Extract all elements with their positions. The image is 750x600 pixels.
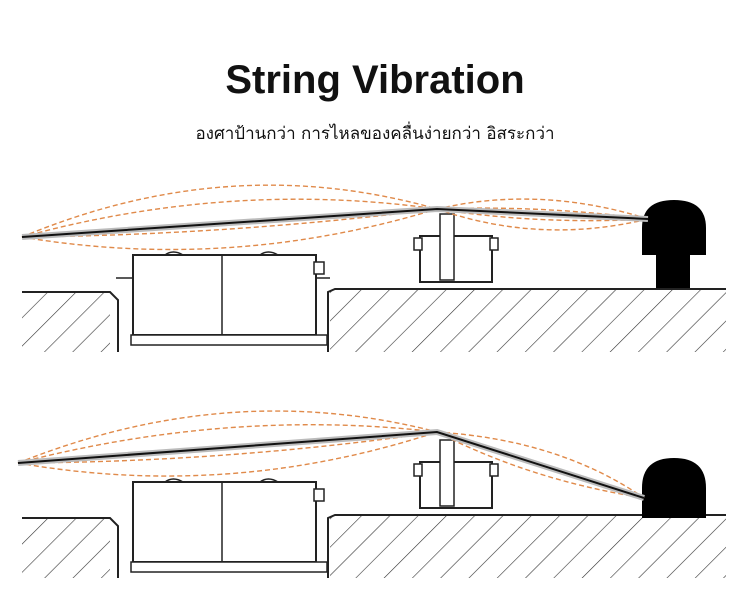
diagram-bottom — [17, 410, 726, 578]
bridge-saddle-top — [413, 213, 499, 283]
guitar-body-bottom — [22, 514, 726, 578]
page-title: String Vibration — [225, 58, 525, 102]
diagram-top — [21, 184, 726, 352]
guitar-body-top — [22, 277, 726, 352]
string-anchor-post-bottom — [642, 458, 706, 518]
vibration-envelope-bottom — [17, 410, 645, 499]
string-anchor-post-top — [642, 200, 706, 288]
bridge-saddle-bottom — [413, 439, 499, 509]
pickup-box-bottom — [130, 478, 328, 573]
string-top — [21, 205, 649, 240]
page-subtitle: องศาป้านกว่า การไหลของคลื่นง่ายกว่า อิสร… — [195, 124, 555, 144]
pickup-box-top — [130, 251, 328, 346]
string-bottom — [17, 428, 645, 501]
